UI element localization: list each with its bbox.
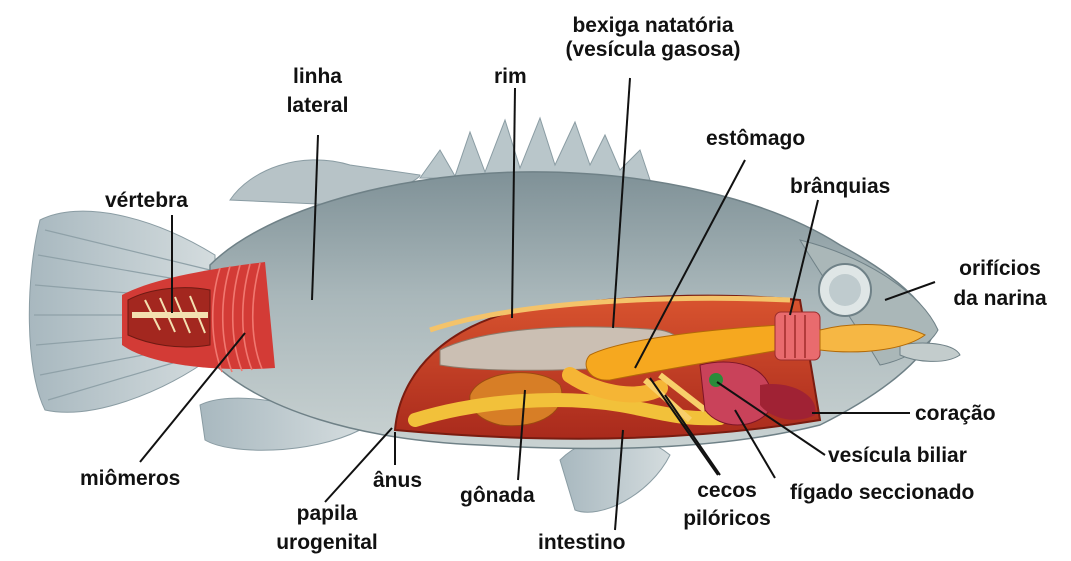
label-papila-line1: papila: [262, 503, 392, 525]
label-miomeros: miômeros: [80, 468, 180, 490]
label-papila-urogenital: papila urogenital: [262, 503, 392, 554]
label-orificios-line1: orifícios: [935, 258, 1065, 280]
label-papila-line2: urogenital: [262, 532, 392, 554]
label-anus: ânus: [373, 470, 422, 492]
label-bexiga-line1: bexiga natatória: [533, 15, 773, 37]
label-vesicula-biliar: vesícula biliar: [828, 445, 967, 467]
label-linha-line2: lateral: [270, 95, 365, 117]
label-estomago: estômago: [706, 128, 805, 150]
label-cecos-line1: cecos: [672, 480, 782, 502]
label-linha-lateral: linha lateral: [270, 66, 365, 117]
label-cecos-piloricos: cecos pilóricos: [672, 480, 782, 530]
label-cecos-line2: pilóricos: [672, 508, 782, 530]
label-coracao: coração: [915, 403, 996, 425]
label-intestino: intestino: [538, 532, 626, 554]
label-gonada: gônada: [460, 485, 535, 507]
label-bexiga-natatoria: bexiga natatória (vesícula gasosa): [533, 15, 773, 61]
label-rim: rim: [494, 66, 527, 88]
label-orificios-narina: orifícios da narina: [935, 258, 1065, 310]
label-vertebra: vértebra: [105, 190, 188, 212]
label-linha-line1: linha: [270, 66, 365, 88]
label-orificios-line2: da narina: [935, 288, 1065, 310]
label-branquias: brânquias: [790, 176, 890, 198]
label-figado-seccionado: fígado seccionado: [790, 482, 974, 504]
label-bexiga-line2: (vesícula gasosa): [533, 39, 773, 61]
